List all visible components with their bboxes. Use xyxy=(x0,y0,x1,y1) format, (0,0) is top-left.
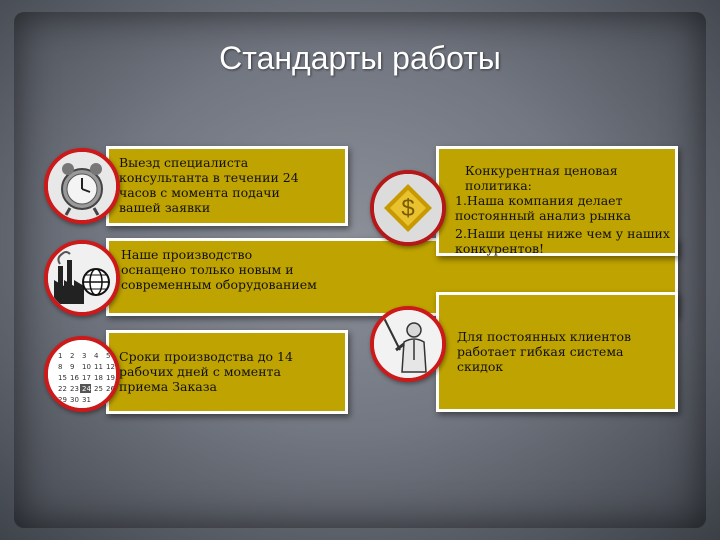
card-specialist-visit: Выезд специалиста консультанта в течении… xyxy=(106,146,348,226)
calendar-day: 5 xyxy=(106,352,110,360)
calendar-day: 9 xyxy=(70,363,74,371)
calendar-day: 8 xyxy=(58,363,62,371)
pricing-line-2: 1.Наша компания делает постоянный анализ… xyxy=(455,193,631,223)
card-pricing-policy: Конкурентная ценовая политика: 1.Наша ко… xyxy=(436,146,678,256)
card-text: Сроки производства до 14 рабочих дней с … xyxy=(119,349,293,394)
calendar-day: 12 xyxy=(106,363,115,371)
calendar-day: 22 xyxy=(58,385,67,393)
card-text: Конкурентная ценовая политика: 1.Наша ко… xyxy=(455,163,670,256)
calendar-day: 1 xyxy=(58,352,62,360)
card-text: Для постоянных клиентов работает гибкая … xyxy=(457,329,632,374)
card-text: Выезд специалиста консультанта в течении… xyxy=(119,155,299,215)
dollar-icon: $ xyxy=(370,170,446,246)
slide-title: Стандарты работы xyxy=(219,40,501,76)
calendar-day: 11 xyxy=(94,363,103,371)
calendar-day: 3 xyxy=(82,352,86,360)
calendar-day: 2 xyxy=(70,352,74,360)
pricing-line-1: Конкурентная ценовая политика: xyxy=(465,163,618,193)
pricing-line-3: 2.Наши цены ниже чем у наших конкурентов… xyxy=(455,226,670,256)
card-discounts: Для постоянных клиентов работает гибкая … xyxy=(436,292,678,412)
calendar-day: 16 xyxy=(70,374,79,382)
calendar-highlight xyxy=(80,384,91,393)
calendar-day: 31 xyxy=(82,396,91,404)
calendar-day: 17 xyxy=(82,374,91,382)
calendar-day: 29 xyxy=(58,396,67,404)
calendar-day: 26 xyxy=(106,385,115,393)
calendar-day: 4 xyxy=(94,352,99,360)
calendar-day: 23 xyxy=(70,385,79,393)
calendar-day: 25 xyxy=(94,385,103,393)
calendar-day: 30 xyxy=(70,396,79,404)
calendar-day: 15 xyxy=(58,374,67,382)
alarm-clock-icon xyxy=(44,148,120,224)
dollar-glyph: $ xyxy=(401,195,414,222)
calendar-day: 10 xyxy=(82,363,91,371)
calendar-day: 18 xyxy=(94,374,103,382)
card-text: Наше производство оснащено только новым … xyxy=(121,247,317,292)
factory-globe-icon xyxy=(44,240,120,316)
presenter-icon xyxy=(370,306,446,382)
calendar-day: 19 xyxy=(106,374,115,382)
calendar-day: 24 xyxy=(82,385,91,393)
card-production-time: Сроки производства до 14 рабочих дней с … xyxy=(106,330,348,414)
